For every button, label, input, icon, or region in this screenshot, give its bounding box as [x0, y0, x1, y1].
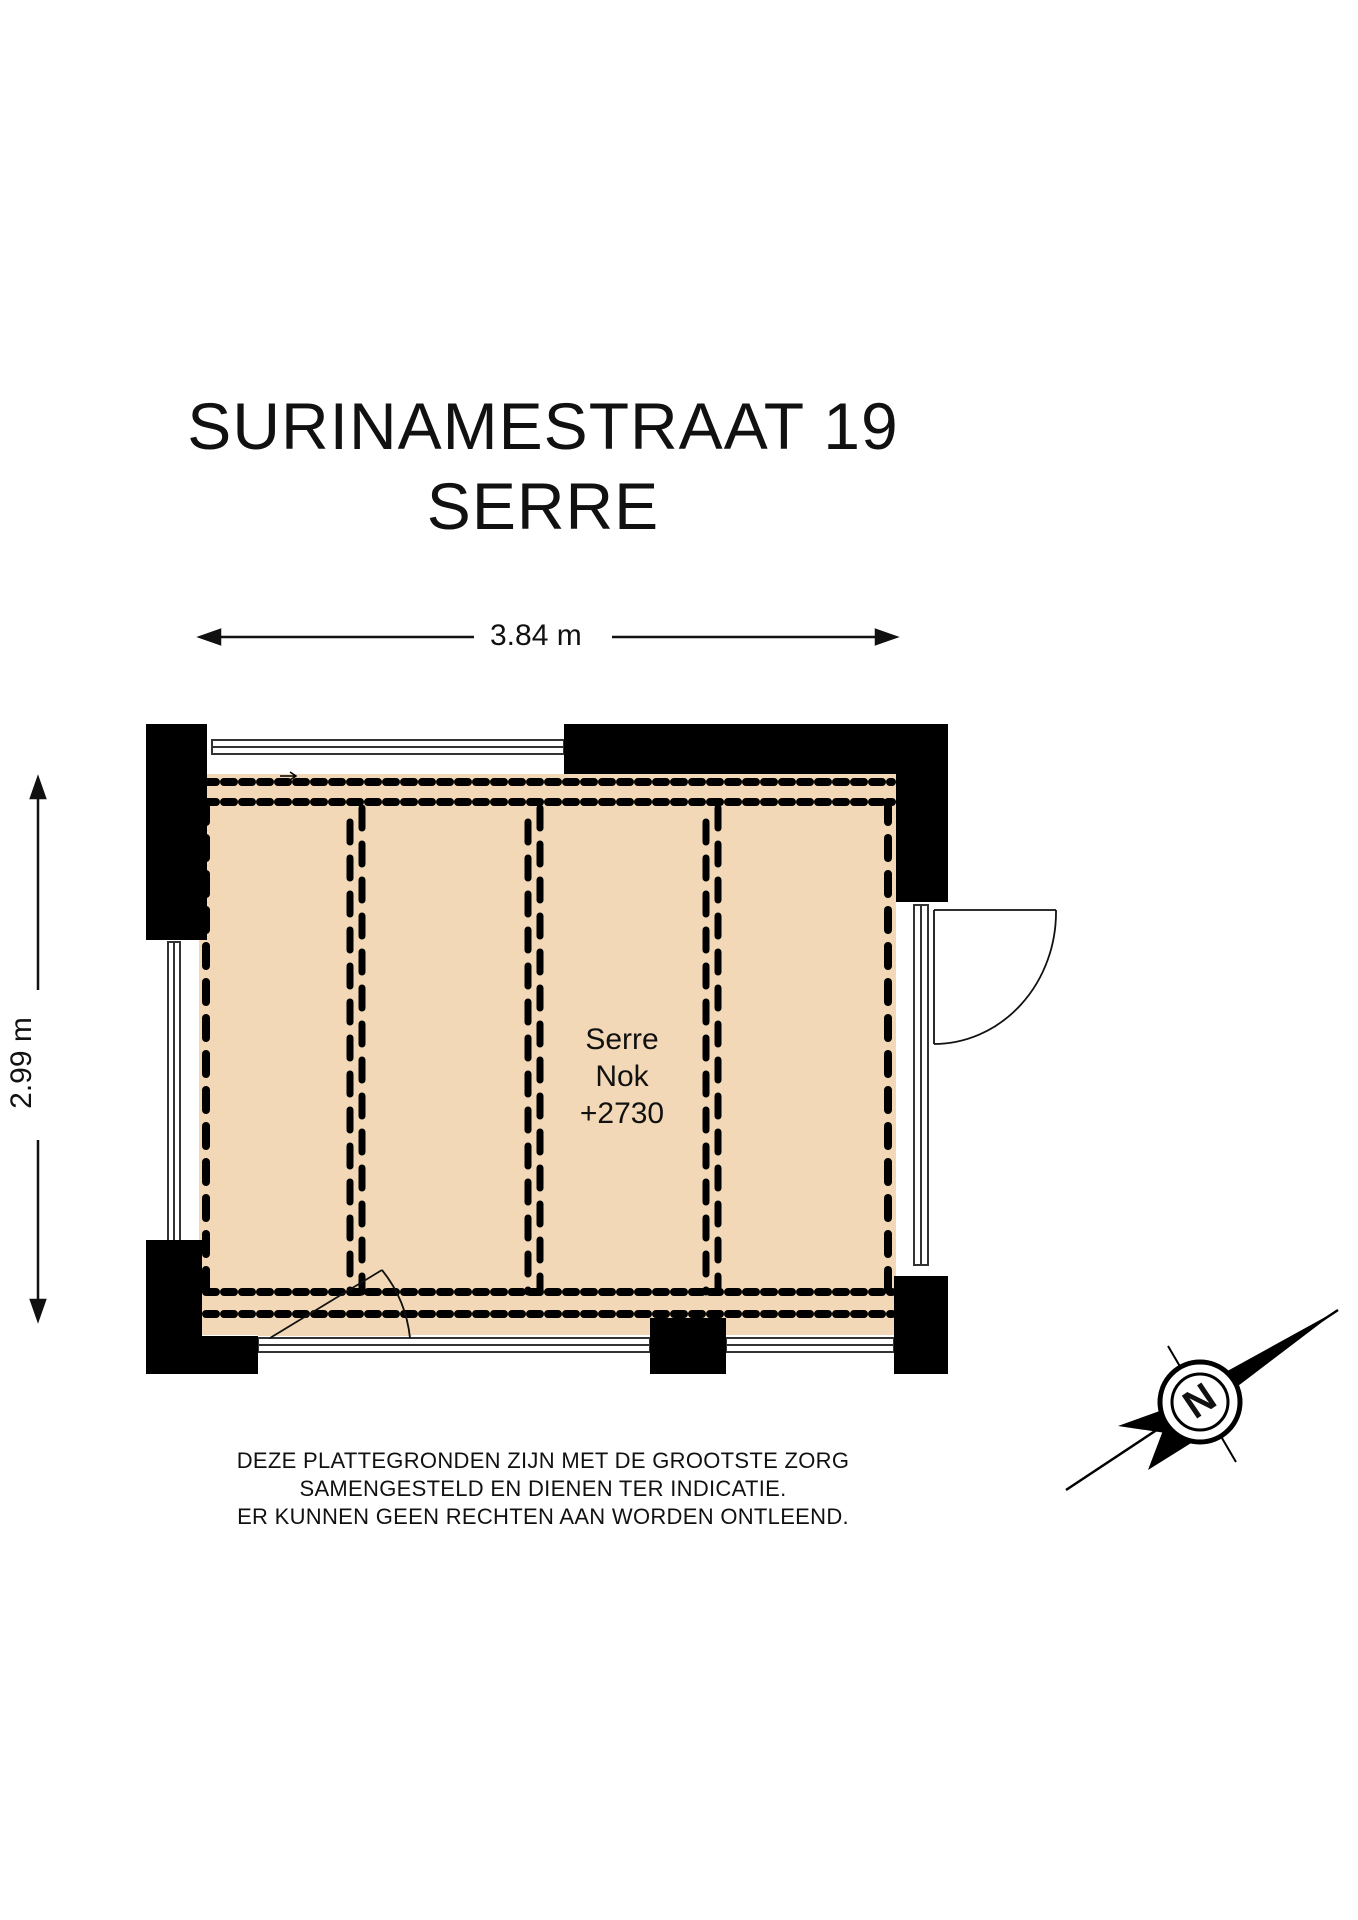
right-door — [933, 909, 1057, 1045]
sliding-arrow-marker — [280, 771, 298, 781]
disclaimer-line-2: SAMENGESTELD EN DIENEN TER INDICATIE. — [299, 1476, 787, 1501]
roof-structure-dashed — [202, 778, 896, 1318]
plan-title: SURINAMESTRAAT 19 — [187, 389, 899, 463]
width-dimension-line — [196, 628, 900, 646]
plan-subtitle: SERRE — [426, 469, 660, 543]
width-dimension-label: 3.84 m — [482, 619, 590, 653]
bottom-door — [269, 1269, 411, 1339]
north-compass — [1065, 1308, 1339, 1492]
height-dimension-label-wrapper: 2.99 m — [5, 1009, 39, 1117]
room-ridge-label: Nok — [595, 1060, 649, 1093]
disclaimer-line-1: DEZE PLATTEGRONDEN ZIJN MET DE GROOTSTE … — [236, 1448, 850, 1473]
walls — [146, 724, 948, 1374]
height-dimension-line — [29, 774, 47, 1324]
door-threshold-floor — [258, 1318, 412, 1336]
room-name: Serre — [585, 1023, 659, 1056]
room-ridge-height: +2730 — [579, 1097, 665, 1130]
serre-floor — [199, 774, 896, 1335]
height-dimension-label: 2.99 m — [5, 1009, 39, 1117]
disclaimer-line-3: ER KUNNEN GEEN RECHTEN AAN WORDEN ONTLEE… — [237, 1504, 849, 1529]
windows — [167, 739, 929, 1353]
